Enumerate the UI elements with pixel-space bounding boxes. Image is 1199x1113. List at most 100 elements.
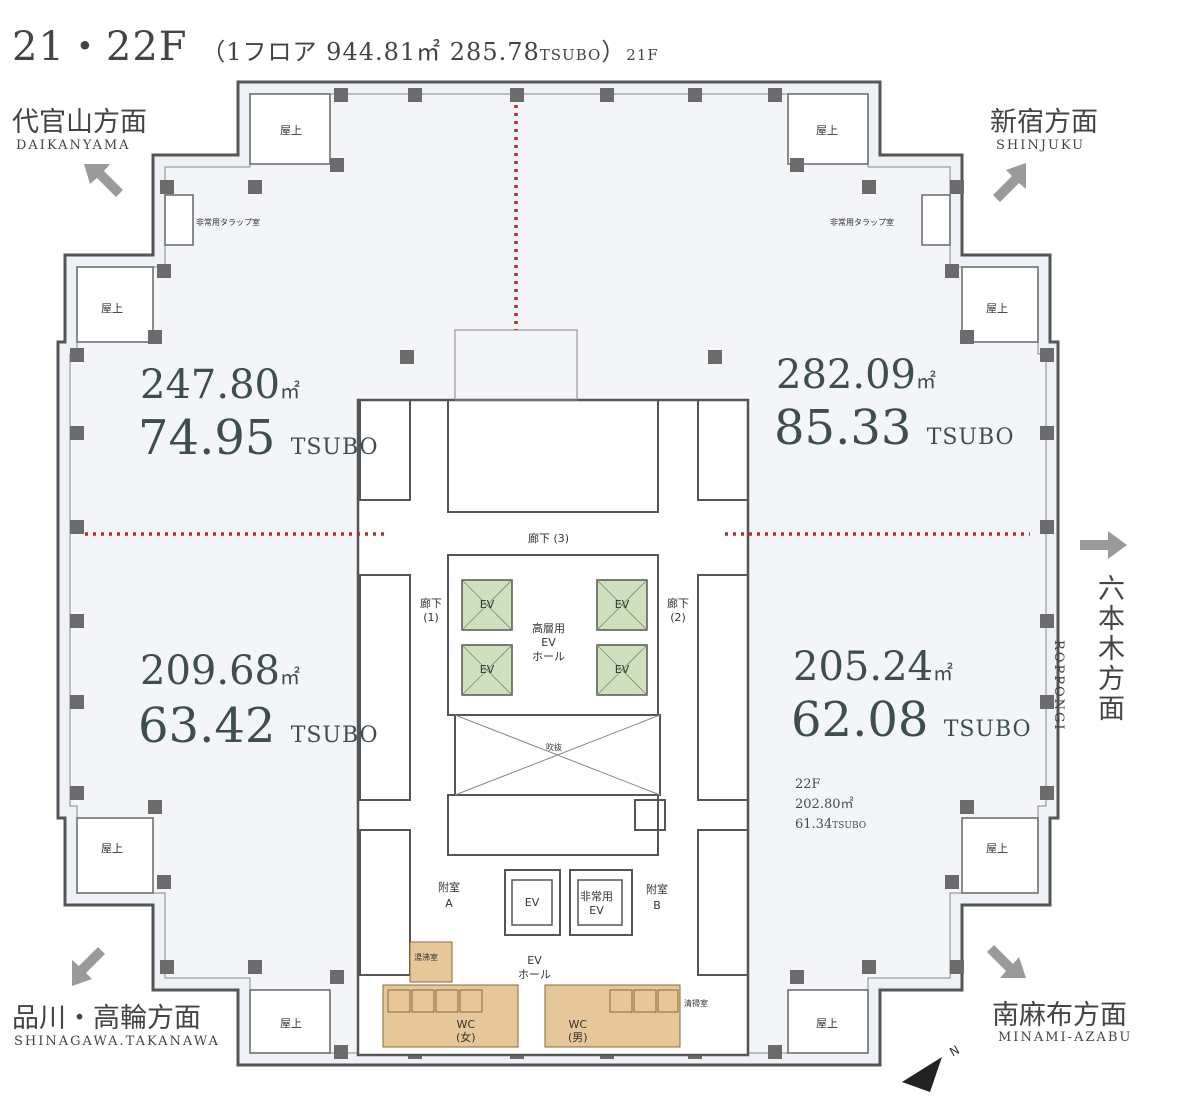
trap-room-label: 非常用タラップ室 — [830, 218, 894, 227]
column — [510, 88, 524, 102]
column — [400, 350, 414, 364]
column — [334, 88, 348, 102]
column — [708, 350, 722, 364]
elevator-label: EV — [479, 663, 495, 676]
high-ev-hall-label: 高層用 EV ホール — [532, 622, 565, 663]
column — [1040, 520, 1054, 534]
floor-area-detail: （1フロア 944.81㎡ 285.78 — [201, 38, 540, 66]
column — [790, 158, 804, 172]
column — [1040, 426, 1054, 440]
zone-ne-tsubo: 85.33 TSUBO — [774, 400, 1015, 456]
dir-shinagawa-en: SHINAGAWA.TAKANAWA — [14, 1034, 220, 1049]
dir-shinjuku-en: SHINJUKU — [996, 138, 1086, 153]
rooftop-label: 屋上 — [101, 842, 123, 855]
trap-rooms — [164, 194, 951, 246]
dir-daikanyama-jp: 代官山方面 — [12, 107, 147, 138]
arrow-se-icon — [987, 945, 1026, 978]
storage-label: 清掃室 — [684, 999, 708, 1008]
page-title: 21・22F （1フロア 944.81㎡ 285.78TSUBO）21F — [12, 14, 659, 72]
column — [330, 970, 344, 984]
column — [157, 875, 171, 889]
column — [248, 180, 262, 194]
wc-male-label: WC (男) — [568, 1018, 588, 1044]
tenant-dividers — [85, 105, 1030, 536]
dir-shinjuku-jp: 新宿方面 — [990, 107, 1098, 138]
column — [148, 330, 162, 344]
column — [70, 614, 84, 628]
column — [70, 520, 84, 534]
column — [160, 180, 174, 194]
zone-nw-m2: 247.80㎡ — [140, 362, 300, 408]
zone-sw-tsubo: 63.42 TSUBO — [138, 698, 379, 754]
column — [70, 426, 84, 440]
column — [960, 330, 974, 344]
arrow-nw-icon — [84, 164, 123, 197]
rooftop-label: 屋上 — [101, 302, 123, 315]
column — [408, 88, 422, 102]
column — [70, 695, 84, 709]
column — [1040, 786, 1054, 800]
rooftop-notches — [76, 93, 1039, 1054]
annex-a-label: 附室 A — [438, 881, 460, 910]
floor-note: 21F — [626, 46, 659, 64]
column — [248, 960, 262, 974]
column — [768, 1045, 782, 1059]
void-label: 吹抜 — [546, 743, 562, 752]
arrow-sw-icon — [72, 947, 105, 986]
rooftop-label: 屋上 — [986, 302, 1008, 315]
elevator-cross — [461, 579, 648, 696]
corridor-2-label: 廊下 (2) — [667, 597, 689, 624]
column — [70, 348, 84, 362]
lower-ev-hall-label: EV ホール — [518, 954, 551, 981]
column — [330, 158, 344, 172]
low-elevators — [511, 879, 623, 926]
column — [157, 264, 171, 278]
floor-area-tsubo-unit: TSUBO — [539, 46, 602, 64]
zone-ne-m2: 282.09㎡ — [776, 352, 936, 398]
direction-arrows — [72, 163, 1127, 986]
zone-nw-tsubo: 74.95 TSUBO — [138, 410, 379, 466]
floor-area-close: ） — [601, 38, 627, 66]
elevator-label: EV — [614, 663, 630, 676]
column — [70, 786, 84, 800]
elevator-label: EV — [614, 598, 630, 611]
column — [1040, 348, 1054, 362]
zone-se-tsubo: 62.08 TSUBO — [791, 692, 1032, 748]
zone-se-m2: 205.24㎡ — [793, 644, 953, 690]
column — [950, 960, 964, 974]
column — [862, 960, 876, 974]
dir-minami-azabu-en: MINAMI-AZABU — [998, 1030, 1133, 1045]
kitchen-label: 湯沸室 — [414, 953, 438, 962]
trap-room-label: 非常用タラップ室 — [196, 218, 260, 227]
column — [862, 180, 876, 194]
dir-daikanyama-en: DAIKANYAMA — [16, 138, 131, 153]
dir-roppongi-jp: 六本木方面 — [1098, 574, 1125, 725]
rooftop-label: 屋上 — [280, 1017, 302, 1030]
rooftop-label: 屋上 — [816, 1017, 838, 1030]
column — [688, 88, 702, 102]
wc-stalls — [387, 989, 679, 1013]
column — [945, 264, 959, 278]
dir-roppongi-en: ROPPONGI — [1051, 640, 1066, 732]
column — [148, 800, 162, 814]
column — [945, 875, 959, 889]
corridor-3-label: 廊下 (3) — [528, 532, 570, 545]
floor22-m2: 202.80㎡ — [795, 797, 854, 812]
arrow-e-icon — [1080, 531, 1127, 559]
dir-shinagawa-jp: 品川・高輪方面 — [12, 1003, 201, 1034]
column — [1040, 614, 1054, 628]
column — [1040, 695, 1054, 709]
rooftop-label: 屋上 — [816, 124, 838, 137]
elevator-label: EV — [479, 598, 495, 611]
column — [790, 970, 804, 984]
corridor-1-label: 廊下 (1) — [420, 597, 442, 624]
column — [160, 960, 174, 974]
dir-minami-azabu-jp: 南麻布方面 — [992, 1000, 1127, 1031]
floor22-note: 22F 202.80㎡ 61.34TSUBO — [795, 775, 866, 836]
column — [950, 180, 964, 194]
low-elevator-label: EV — [524, 896, 540, 909]
wc-zones — [382, 941, 681, 1048]
zone-sw-m2: 209.68㎡ — [140, 648, 300, 694]
compass-icon — [902, 1057, 942, 1092]
